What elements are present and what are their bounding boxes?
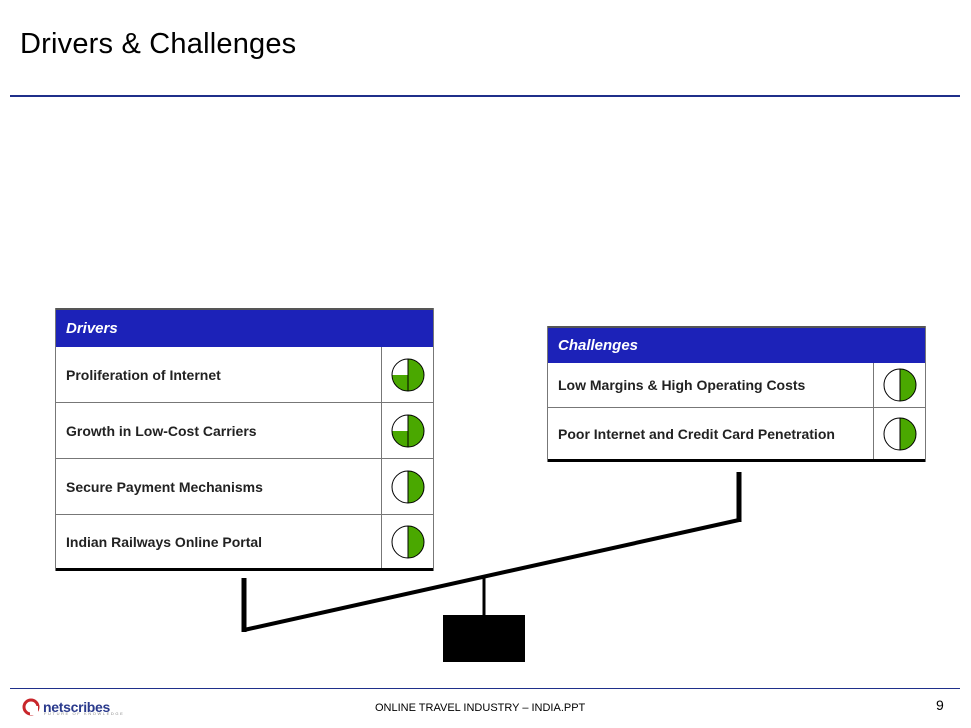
challenges-header: Challenges <box>548 326 925 363</box>
rating-icon <box>873 408 925 459</box>
challenge-label: Poor Internet and Credit Card Penetratio… <box>558 425 835 442</box>
footer-title: ONLINE TRAVEL INDUSTRY – INDIA.PPT <box>375 702 586 714</box>
footer-divider <box>10 688 960 689</box>
slide-title: Drivers & Challenges <box>20 28 297 60</box>
driver-label: Indian Railways Online Portal <box>66 533 263 550</box>
harvey-ball-icon <box>391 470 424 503</box>
challenges-panel: Challenges Low Margins & High Operating … <box>547 326 926 462</box>
rating-icon <box>381 347 433 402</box>
rating-icon <box>381 403 433 458</box>
rating-icon <box>381 515 433 568</box>
title-divider <box>10 95 960 97</box>
logo-tagline: FUTURE OF KNOWLEDGE <box>44 711 125 716</box>
driver-row: Proliferation of Internet <box>56 347 433 403</box>
harvey-ball-fill <box>899 417 916 450</box>
driver-row: Indian Railways Online Portal <box>56 515 433 571</box>
harvey-ball-icon <box>391 358 424 391</box>
harvey-ball-fill <box>899 369 916 401</box>
page-number: 9 <box>936 697 944 713</box>
challenge-label: Low Margins & High Operating Costs <box>558 377 806 393</box>
challenge-row: Low Margins & High Operating Costs <box>548 363 925 408</box>
driver-label: Secure Payment Mechanisms <box>66 478 263 495</box>
driver-row: Growth in Low-Cost Carriers <box>56 403 433 459</box>
driver-label: Proliferation of Internet <box>66 366 221 383</box>
harvey-ball-icon <box>391 414 424 447</box>
rating-icon <box>873 363 925 407</box>
drivers-panel: Drivers Proliferation of Internet Growth… <box>55 308 434 571</box>
netscribes-logo: netscribes FUTURE OF KNOWLEDGE <box>22 696 123 718</box>
rating-icon <box>381 459 433 514</box>
netscribes-logo-icon <box>22 698 40 716</box>
drivers-header: Drivers <box>56 308 433 347</box>
harvey-ball-fill <box>407 470 424 503</box>
harvey-ball-fill <box>407 525 424 558</box>
scale-base <box>443 615 525 662</box>
logo-wordmark: netscribes <box>43 699 111 715</box>
driver-row: Secure Payment Mechanisms <box>56 459 433 515</box>
harvey-ball-icon <box>883 368 916 402</box>
harvey-ball-icon <box>391 525 424 558</box>
driver-label: Growth in Low-Cost Carriers <box>66 422 257 439</box>
harvey-ball-icon <box>883 417 916 450</box>
challenge-row: Poor Internet and Credit Card Penetratio… <box>548 408 925 462</box>
